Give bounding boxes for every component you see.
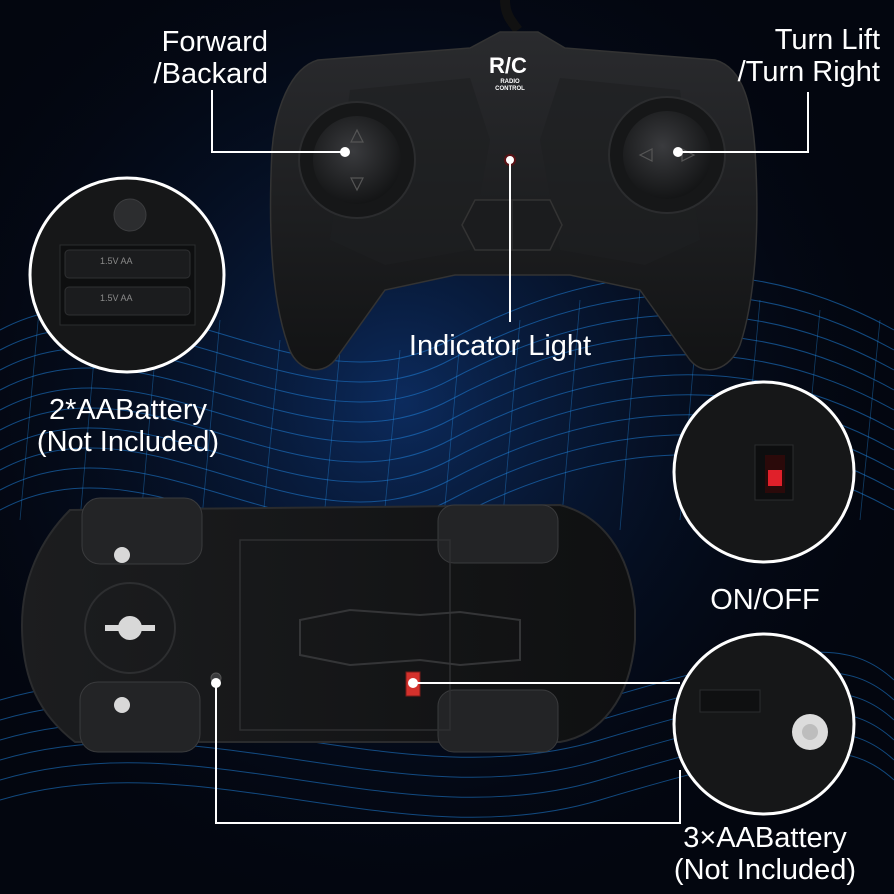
arrow-left-icon — [638, 148, 653, 162]
label-indicator-light: Indicator Light — [408, 330, 592, 362]
label-forward-backward: Forward /Backard — [153, 26, 268, 90]
arrow-down-icon — [350, 177, 364, 192]
rc-controller — [269, 0, 758, 371]
controller-logo-sub: RADIO CONTROL — [495, 79, 525, 92]
power-switch-inset — [672, 380, 856, 564]
wheel-rear-right — [437, 689, 559, 753]
callout-lines — [211, 90, 809, 824]
controller-logo: R/C — [478, 55, 538, 77]
logo-main: R/C — [489, 53, 527, 78]
left-joystick — [313, 116, 401, 204]
label-controller-battery: 2*AABattery (Not Included) — [36, 394, 220, 458]
label-turn: Turn Lift /Turn Right — [737, 24, 880, 88]
antenna-cable — [500, 0, 522, 34]
battery-cell-2-label: 1.5V AA — [100, 293, 133, 303]
right-joystick — [623, 111, 711, 199]
battery-cell-1-label: 1.5V AA — [100, 256, 133, 266]
label-on-off: ON/OFF — [710, 584, 820, 616]
wheel-rear-left — [437, 504, 559, 564]
wheel-front-left — [81, 497, 203, 565]
rc-car-underside — [20, 497, 636, 753]
car-battery-inset — [672, 632, 856, 816]
arrow-up-icon — [350, 128, 364, 143]
wheel-front-right — [79, 681, 201, 753]
controller-battery-inset — [28, 176, 226, 374]
label-car-battery: 3×AABattery (Not Included) — [673, 822, 857, 886]
